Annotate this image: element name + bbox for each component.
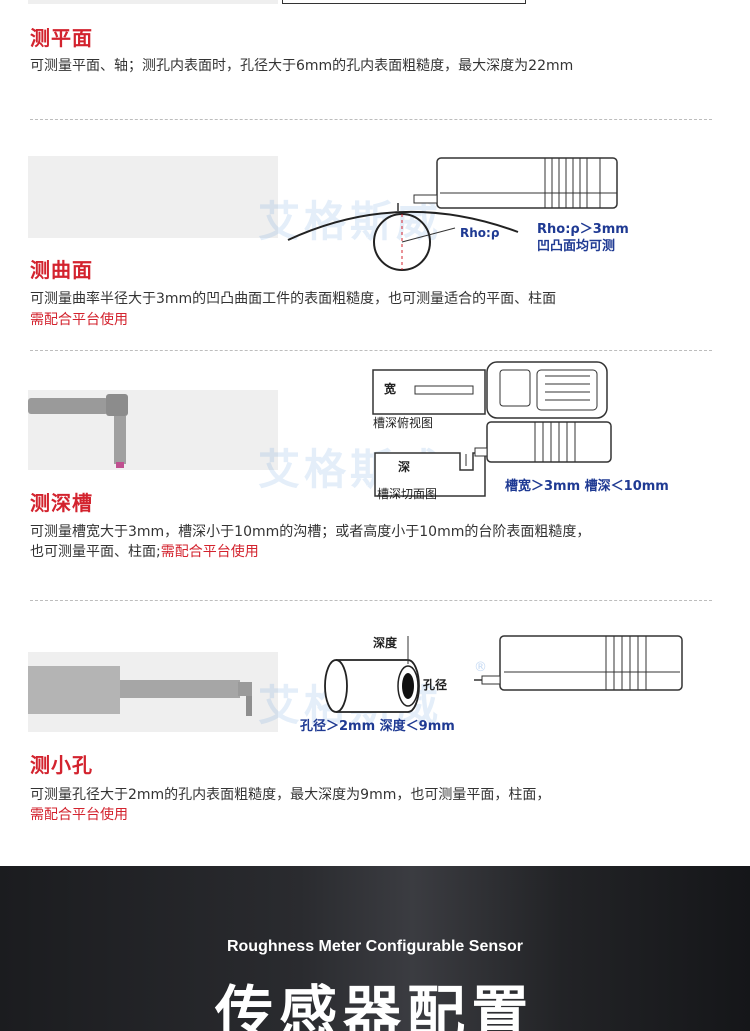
footer-title: 传感器配置 [214, 979, 535, 1031]
hole-depth-label: 深度 [373, 636, 398, 650]
rho-label: Rho:ρ [460, 226, 500, 240]
hole-diameter-label: 孔径 [423, 678, 448, 692]
section-title-groove: 测深槽 [30, 491, 93, 515]
section-note-hole: 需配合平台使用 [30, 807, 128, 823]
groove-probe-icon [28, 394, 128, 468]
section-title-curved: 测曲面 [30, 258, 93, 282]
curved-spec-line1: Rho:ρ＞3mm [537, 222, 629, 237]
section-desc-flat: 可测量平面、轴；测孔内表面时，孔径大于6mm的孔内表面粗糙度，最大深度为22mm [30, 58, 574, 74]
top-remnant-box [282, 0, 526, 4]
registered-mark: ® [474, 660, 487, 675]
hole-diagram [324, 635, 683, 713]
divider [30, 119, 712, 120]
section-desc-curved: 可测量曲率半径大于3mm的凹凸曲面工件的表面粗糙度，也可测量适合的平面、柱面 [30, 291, 557, 307]
section-desc-groove-line1: 可测量槽宽大于3mm，槽深小于10mm的沟槽；或者高度小于10mm的台阶表面粗糙… [30, 524, 591, 540]
section-title-hole: 测小孔 [30, 753, 93, 777]
sensor-image-curved [28, 156, 278, 238]
groove-top-caption: 槽深俯视图 [373, 416, 434, 430]
footer-subtitle: Roughness Meter Configurable Sensor [226, 938, 524, 955]
section-desc-groove-line2-text: 也可测量平面、柱面; [30, 544, 161, 560]
section-note-curved: 需配合平台使用 [30, 312, 128, 328]
section-desc-groove-line2: 也可测量平面、柱面;需配合平台使用 [30, 542, 259, 563]
groove-width-label: 宽 [384, 382, 397, 396]
divider [30, 600, 712, 601]
section-title-flat: 测平面 [30, 26, 93, 50]
groove-spec: 槽宽＞3mm 槽深＜10mm [505, 479, 669, 494]
curved-spec-line2: 凹凸面均可测 [537, 239, 616, 254]
top-remnant-bar [28, 0, 278, 4]
hole-probe-icon [28, 666, 252, 716]
groove-section-caption: 槽深切面图 [377, 487, 438, 501]
hole-spec: 孔径＞2mm 深度＜9mm [300, 719, 455, 734]
footer-banner: Roughness Meter Configurable Sensor 传感器配… [0, 866, 750, 1031]
groove-diagram [372, 361, 612, 497]
section-desc-hole: 可测量孔径大于2mm的孔内表面粗糙度，最大深度为9mm，也可测量平面，柱面， [30, 787, 551, 803]
divider [30, 350, 712, 351]
section-note-groove: 需配合平台使用 [160, 544, 259, 560]
curved-surface-diagram [287, 157, 618, 271]
watermark: 艾格斯威 [258, 197, 443, 246]
groove-depth-label: 深 [398, 460, 411, 474]
